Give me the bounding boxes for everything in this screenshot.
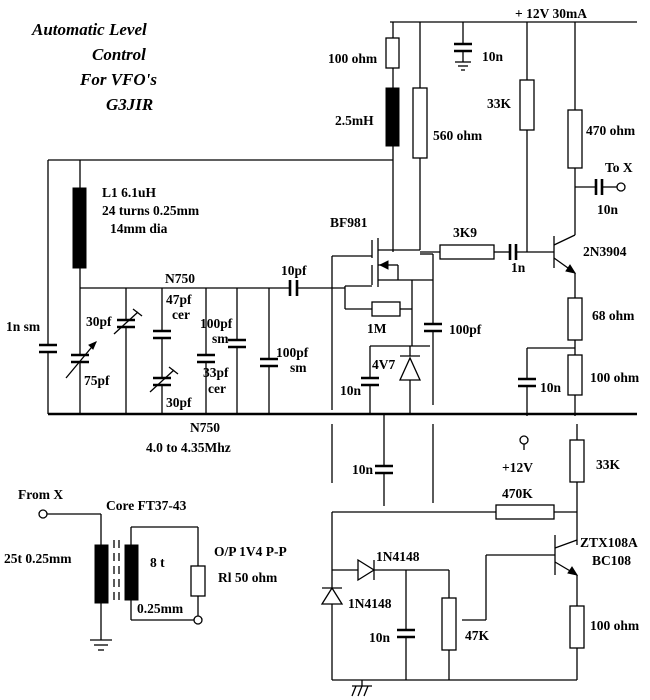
svg-text:560 ohm: 560 ohm bbox=[433, 128, 483, 143]
capacitor-10pf: 10pf bbox=[281, 263, 345, 296]
svg-text:30pf: 30pf bbox=[166, 395, 192, 410]
inductor-2-5mh: 2.5mH bbox=[335, 87, 400, 252]
svg-text:L1 6.1uH: L1 6.1uH bbox=[102, 185, 157, 200]
mosfet-bf981: BF981 bbox=[330, 215, 434, 410]
bottom-ground bbox=[332, 679, 577, 697]
svg-text:68 ohm: 68 ohm bbox=[592, 308, 635, 323]
svg-text:1N4148: 1N4148 bbox=[348, 596, 392, 611]
resistor-3k9: 3K9 1n bbox=[420, 225, 554, 275]
supply-label: + 12V 30mA bbox=[515, 6, 587, 21]
svg-text:470 ohm: 470 ohm bbox=[586, 123, 636, 138]
capacitor-30pf-trimmer-a: 30pf bbox=[86, 288, 143, 414]
svg-text:sm: sm bbox=[212, 331, 229, 346]
svg-text:75pf: 75pf bbox=[84, 373, 110, 388]
svg-text:10pf: 10pf bbox=[281, 263, 307, 278]
svg-text:33K: 33K bbox=[596, 457, 621, 472]
svg-text:N750: N750 bbox=[165, 271, 195, 286]
svg-text:ZTX108A: ZTX108A bbox=[580, 535, 638, 550]
transformer-ft37-43: From X Core FT37-43 25t 0.25mm 8 t O/P 1… bbox=[4, 487, 287, 651]
svg-text:10n: 10n bbox=[482, 49, 504, 64]
resistor-470k: 470K bbox=[332, 486, 577, 520]
svg-text:100pf: 100pf bbox=[276, 345, 309, 360]
capacitor-100pf-sm-2: 100pf sm bbox=[260, 288, 309, 414]
transistor-ztx108a: ZTX108A BC108 bbox=[462, 535, 638, 621]
resistor-560-ohm: 560 ohm bbox=[412, 22, 483, 250]
svg-text:Rl 50 ohm: Rl 50 ohm bbox=[218, 570, 278, 585]
resistor-33k-top: 33K bbox=[487, 22, 535, 252]
svg-text:33K: 33K bbox=[487, 96, 512, 111]
emitter-chain: 68 ohm 100 ohm 10n bbox=[518, 297, 640, 416]
diodes-1n4148: 1N4148 1N4148 bbox=[320, 512, 449, 680]
svg-text:1n: 1n bbox=[511, 260, 526, 275]
svg-text:O/P 1V4 P-P: O/P 1V4 P-P bbox=[214, 544, 287, 559]
supply-rail: + 12V 30mA bbox=[390, 6, 637, 23]
mid-section: 10n bbox=[331, 414, 434, 506]
svg-text:47K: 47K bbox=[465, 628, 490, 643]
svg-text:1M: 1M bbox=[367, 321, 387, 336]
svg-text:25t 0.25mm: 25t 0.25mm bbox=[4, 551, 72, 566]
ground-bus: N750 4.0 to 4.35Mhz bbox=[48, 412, 637, 455]
svg-text:4.0 to 4.35Mhz: 4.0 to 4.35Mhz bbox=[146, 440, 231, 455]
svg-text:2.5mH: 2.5mH bbox=[335, 113, 374, 128]
svg-text:100pf: 100pf bbox=[200, 316, 233, 331]
svg-text:24 turns 0.25mm: 24 turns 0.25mm bbox=[102, 203, 200, 218]
svg-text:2N3904: 2N3904 bbox=[583, 244, 627, 259]
svg-text:10n: 10n bbox=[369, 630, 391, 645]
title-line-2: Control bbox=[92, 45, 146, 64]
title-line-3: For VFO's bbox=[79, 70, 157, 89]
svg-text:10n: 10n bbox=[352, 462, 374, 477]
capacitor-75pf-variable: 75pf bbox=[65, 288, 110, 414]
svg-text:4V7: 4V7 bbox=[372, 357, 395, 372]
svg-text:100 ohm: 100 ohm bbox=[590, 618, 640, 633]
svg-text:3K9: 3K9 bbox=[453, 225, 477, 240]
svg-text:100 ohm: 100 ohm bbox=[590, 370, 640, 385]
svg-text:cer: cer bbox=[208, 381, 226, 396]
resistor-470-ohm: 470 ohm bbox=[567, 22, 636, 235]
svg-text:cer: cer bbox=[172, 307, 190, 322]
svg-text:470K: 470K bbox=[502, 486, 533, 501]
output-to-x: To X 10n bbox=[575, 160, 633, 217]
capacitor-100pf-sm: 100pf sm 33pf cer bbox=[197, 288, 246, 414]
capacitor-1n-sm: 1n sm bbox=[6, 160, 57, 414]
title-line-1: Automatic Level bbox=[31, 20, 147, 39]
svg-text:N750: N750 bbox=[190, 420, 220, 435]
bottom-cap-and-47k: 10n 47K bbox=[369, 570, 490, 680]
svg-text:100 ohm: 100 ohm bbox=[328, 51, 378, 66]
title-line-4: G3JIR bbox=[106, 95, 153, 114]
svg-text:Core FT37-43: Core FT37-43 bbox=[106, 498, 187, 513]
svg-text:10n: 10n bbox=[597, 202, 619, 217]
svg-text:14mm dia: 14mm dia bbox=[110, 221, 168, 236]
svg-text:+12V: +12V bbox=[502, 460, 533, 475]
zener-4v7: 4V7 10n bbox=[340, 345, 430, 414]
transistor-2n3904: 2N3904 bbox=[553, 234, 627, 298]
svg-text:10n: 10n bbox=[540, 380, 562, 395]
svg-text:From X: From X bbox=[18, 487, 63, 502]
svg-text:BF981: BF981 bbox=[330, 215, 368, 230]
svg-text:1N4148: 1N4148 bbox=[376, 549, 420, 564]
svg-text:33pf: 33pf bbox=[203, 365, 229, 380]
svg-text:10n: 10n bbox=[340, 383, 362, 398]
capacitor-10n-top: 10n bbox=[454, 22, 504, 71]
svg-text:47pf: 47pf bbox=[166, 292, 192, 307]
capacitor-47pf-cer: 47pf cer 30pf bbox=[149, 288, 192, 414]
tank-node: N750 bbox=[80, 271, 290, 289]
capacitor-100pf-source: 100pf bbox=[424, 322, 482, 405]
svg-text:To X: To X bbox=[605, 160, 633, 175]
svg-text:0.25mm: 0.25mm bbox=[137, 601, 184, 616]
title-block: Automatic Level Control For VFO's G3JIR bbox=[31, 20, 157, 114]
svg-text:BC108: BC108 bbox=[592, 553, 631, 568]
svg-text:8 t: 8 t bbox=[150, 555, 165, 570]
resistor-33k-lower: +12V 33K bbox=[502, 424, 621, 545]
svg-text:100pf: 100pf bbox=[449, 322, 482, 337]
svg-text:sm: sm bbox=[290, 360, 307, 375]
svg-text:30pf: 30pf bbox=[86, 314, 112, 329]
inductor-l1: L1 6.1uH 24 turns 0.25mm 14mm dia bbox=[48, 159, 393, 288]
resistor-1m: 1M bbox=[344, 280, 413, 346]
svg-text:1n sm: 1n sm bbox=[6, 319, 41, 334]
resistor-100-ohm-top: 100 ohm bbox=[328, 22, 400, 88]
resistor-100-ohm-lower: 100 ohm bbox=[569, 605, 640, 680]
